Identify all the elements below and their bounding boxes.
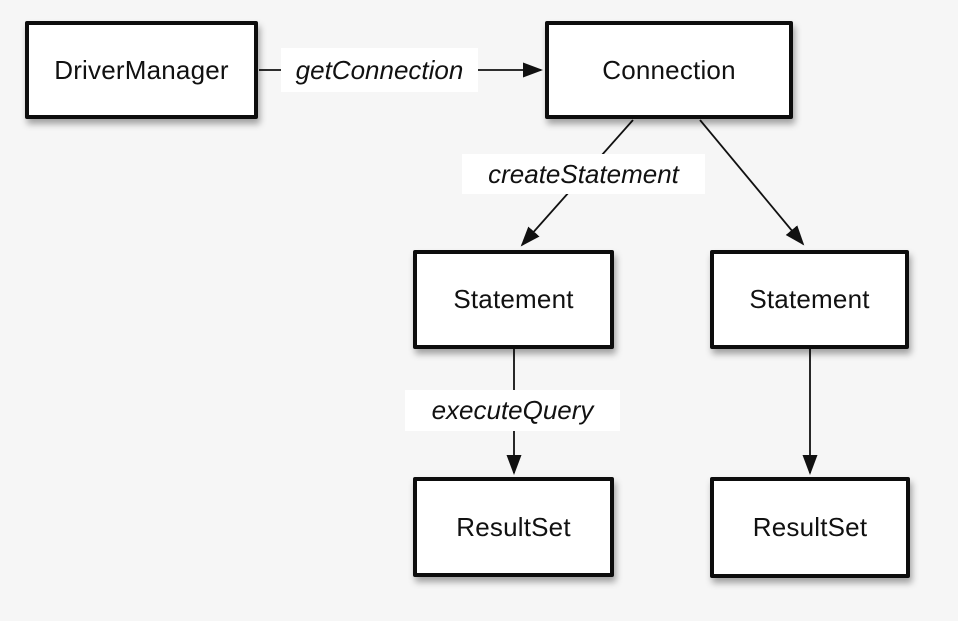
edge-label-createstatement: createStatement [462,154,705,194]
node-connection-label: Connection [602,54,736,85]
node-statement-right-label: Statement [749,284,870,314]
edge-label-getconnection: getConnection [281,48,478,92]
edge-label-executequery: executeQuery [405,390,620,431]
node-resultset-right-label: ResultSet [752,512,868,542]
node-driver-manager-label: DriverManager [54,54,229,85]
node-resultset-left-label: ResultSet [456,511,571,542]
node-statement-left: Statement [413,250,614,349]
connector-connection-to-statement-right-arrow [699,119,805,246]
node-resultset-right: ResultSet [710,477,910,578]
node-statement-left-label: Statement [453,284,574,314]
node-connection: Connection [545,21,793,119]
node-statement-right: Statement [710,250,909,349]
node-driver-manager: DriverManager [25,21,258,119]
node-resultset-left: ResultSet [413,477,614,577]
